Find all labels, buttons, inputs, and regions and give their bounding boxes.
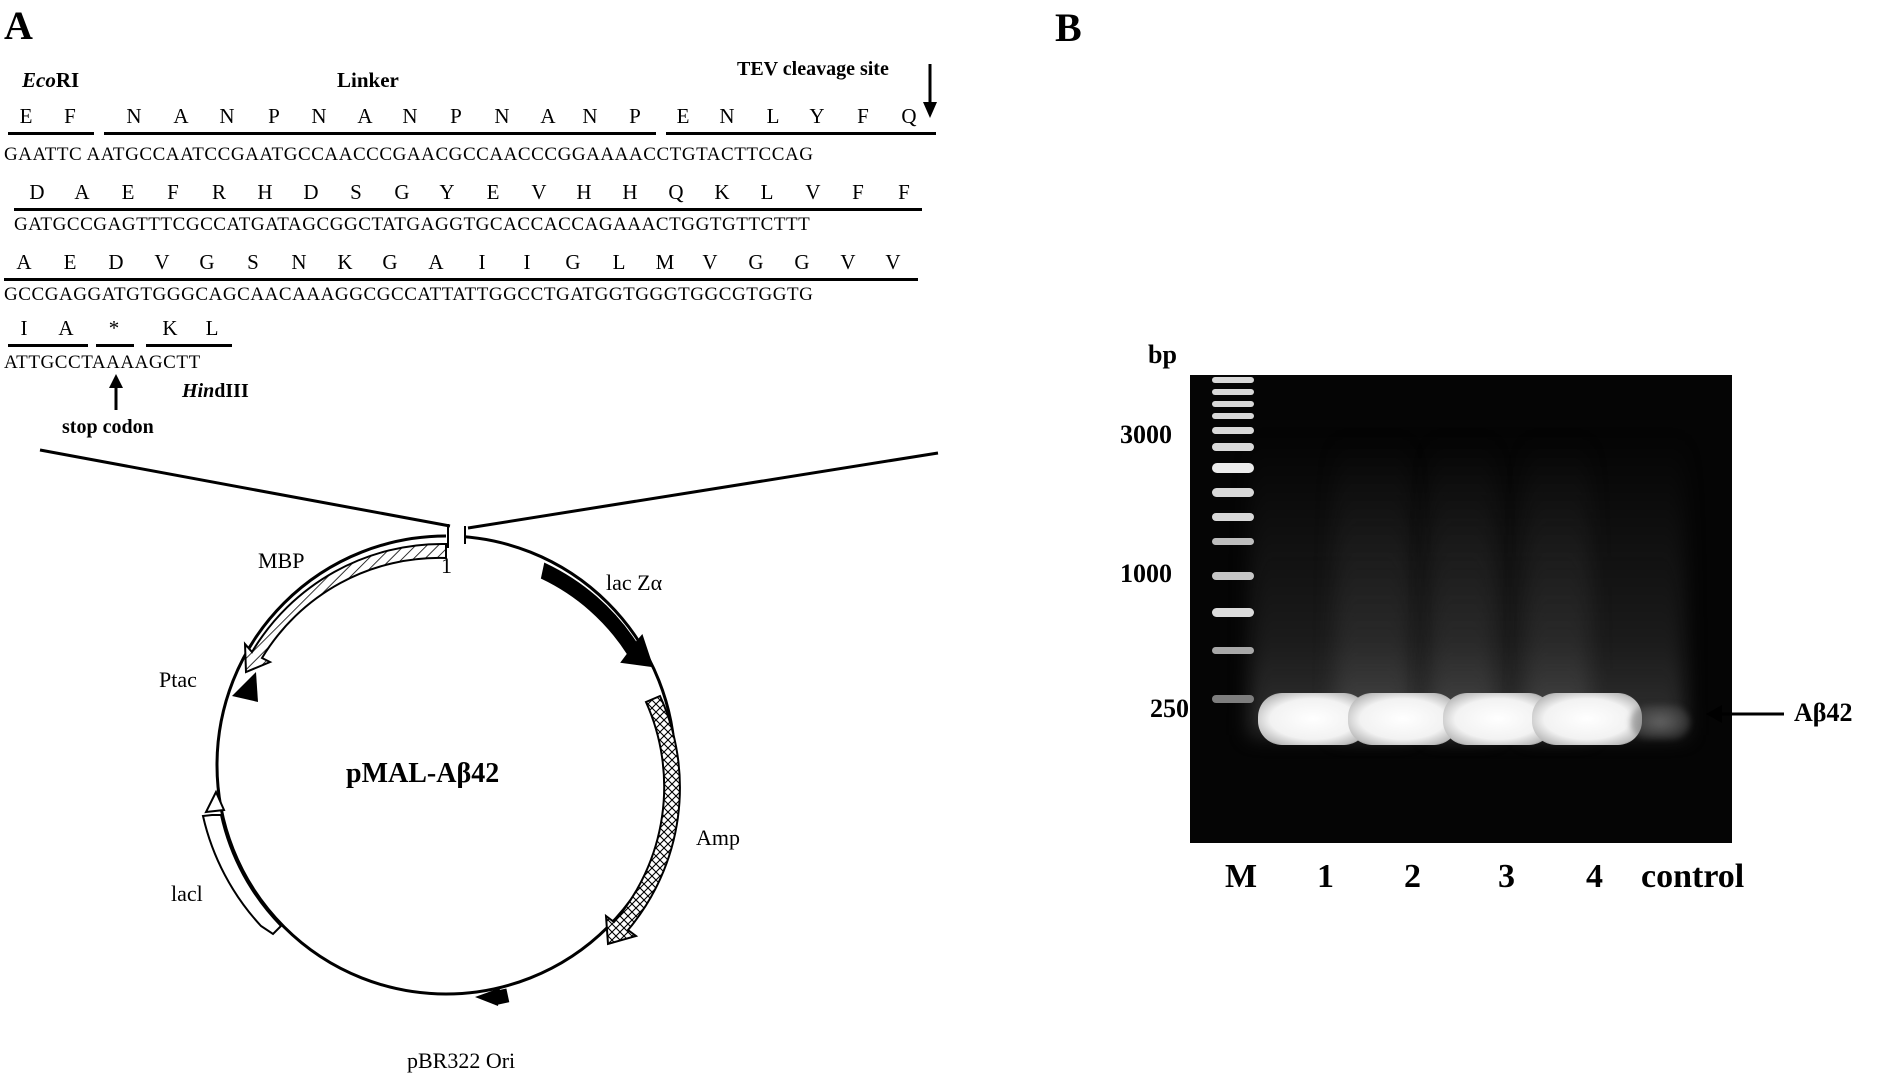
abeta-underline-3	[8, 344, 88, 347]
dna-row-4: ATTGCCTAAAAGCTT	[4, 352, 201, 373]
linker-label: Linker	[337, 68, 399, 92]
lane-label-1: 1	[1317, 858, 1334, 895]
amp-feature	[604, 694, 681, 946]
ladder-band	[1212, 413, 1254, 419]
mbp-label: MBP	[258, 548, 305, 573]
ecori-underline	[8, 132, 94, 135]
hindiii-label: HindIII	[182, 380, 249, 402]
marker-250-label: 250	[1150, 694, 1189, 723]
plasmid-map	[39, 448, 939, 1006]
lacz-feature	[540, 562, 654, 668]
product-band-lane-4	[1532, 693, 1642, 745]
lacl-arrow-head	[204, 789, 226, 814]
stop-codon-label: stop codon	[62, 416, 154, 438]
linker-underline	[104, 132, 656, 135]
aa-row-1: E F N A N P N A N P N A N P E N L Y F Q	[19, 104, 917, 128]
ori-label: pBR322 Ori	[407, 1048, 516, 1073]
ladder-band	[1212, 427, 1254, 434]
lacl-label: lacl	[171, 881, 203, 906]
ladder-band	[1212, 695, 1254, 703]
ladder-band	[1212, 513, 1254, 521]
tev-cleavage-label: TEV cleavage site	[737, 58, 889, 80]
ladder-band	[1212, 377, 1254, 383]
ladder-band	[1212, 389, 1254, 395]
product-band-lane-2	[1348, 693, 1458, 745]
mbp-feature	[243, 542, 447, 674]
aa-row-2: D A E F R H D S G Y E V H H Q K L V F F	[29, 180, 910, 204]
dna-row-2: GATGCCGAGTTTCGCCATGATAGCGGCTATGAGGTGCACC…	[14, 214, 811, 235]
ladder-band	[1212, 488, 1254, 497]
lane-label-4: 4	[1586, 858, 1603, 895]
stop-underline	[96, 344, 134, 347]
ladder-band	[1212, 572, 1254, 580]
panel-a-letter: A	[4, 3, 33, 48]
abeta-underline-2	[4, 278, 918, 281]
product-arrow-icon	[1706, 705, 1784, 723]
lacl-feature	[201, 814, 283, 936]
zoom-line-left	[39, 448, 451, 528]
hindiii-underline	[146, 344, 232, 347]
abeta-underline-1	[14, 208, 922, 211]
tev-arrow-icon	[923, 64, 937, 118]
control-band	[1630, 705, 1690, 739]
bp-label: bp	[1148, 340, 1177, 369]
dna-row-1: GAATTC AATGCCAATCCGAATGCCAACCCGAACGCCAAC…	[4, 144, 814, 165]
marker-1000-label: 1000	[1120, 559, 1172, 588]
ladder-band	[1212, 608, 1254, 617]
product-label: Aβ42	[1794, 698, 1853, 727]
marker-3000-label: 3000	[1120, 420, 1172, 449]
stop-arrow-icon	[109, 374, 123, 410]
zoom-line-right	[467, 451, 939, 530]
ladder-band	[1212, 463, 1254, 473]
tev-underline	[666, 132, 936, 135]
amp-label: Amp	[696, 825, 740, 850]
lane-label-3: 3	[1498, 858, 1515, 895]
dna-row-3: GCCGAGGATGTGGGCAGCAACAAAGGCGCCATTATTGGCC…	[4, 284, 814, 305]
lane-label-control: control	[1641, 858, 1745, 895]
ladder-band	[1212, 647, 1254, 654]
site-one-label: 1	[441, 553, 452, 578]
aa-row-3: A E D V G S N K G A I I G L M V G G V V	[16, 250, 901, 274]
panel-b-letter: B	[1055, 5, 1082, 50]
ptac-feature	[232, 672, 258, 702]
ladder-band	[1212, 401, 1254, 407]
ptac-label: Ptac	[159, 667, 197, 692]
aa-row-4: I A * K L	[20, 316, 219, 340]
lane-label-m: M	[1225, 858, 1258, 895]
lacz-label: lac Zα	[606, 570, 663, 595]
gel-image	[1190, 375, 1732, 843]
ladder-band	[1212, 443, 1254, 451]
ladder-band	[1212, 538, 1254, 545]
lane-label-2: 2	[1404, 858, 1421, 895]
ori-feature	[492, 988, 510, 1006]
plasmid-name: pMAL-Aβ42	[346, 758, 500, 789]
ecori-label: EcoRI	[22, 68, 80, 92]
